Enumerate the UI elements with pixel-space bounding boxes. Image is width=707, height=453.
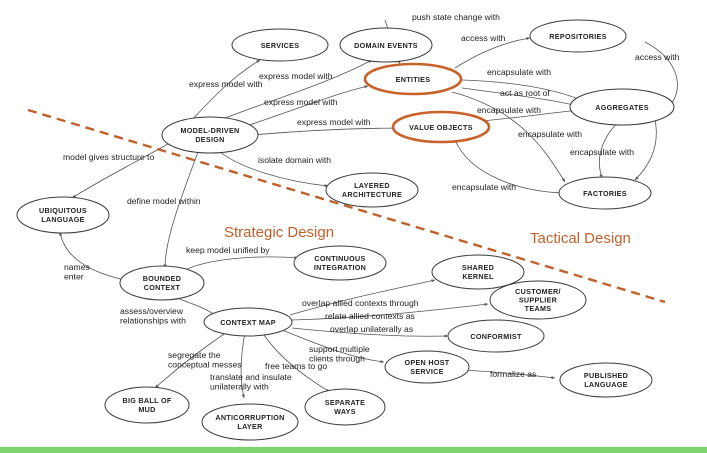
edge-aggregates-factories: [599, 119, 621, 179]
strategic-tactical-divider: [27, 108, 666, 304]
region-strategic-design: Strategic Design: [224, 224, 334, 241]
label-express-model-with-2: express model with: [259, 71, 333, 81]
node-repositories[interactable]: REPOSITORIES: [529, 19, 627, 53]
label-relate-allied: relate allied contexts as: [325, 311, 415, 321]
svg-text:REPOSITORIES: REPOSITORIES: [549, 32, 606, 41]
node-domain-events[interactable]: DOMAIN EVENTS: [339, 27, 433, 63]
edge-cm-conformist: [291, 327, 449, 338]
edge-entities-factories: [451, 91, 566, 183]
edge-mdd-bounded: [163, 151, 199, 269]
label-encapsulate-with-2: encapsulate with: [477, 105, 541, 115]
edge-mdd-value-objects: [251, 126, 409, 136]
region-tactical-design: Tactical Design: [530, 230, 631, 247]
label-define-model-within: define model within: [127, 196, 201, 206]
label-express-model-with-3: express model with: [264, 97, 338, 107]
label-push-state-change: push state change with: [412, 12, 500, 22]
edges: [59, 19, 678, 399]
edge-mdd-services: [189, 59, 261, 123]
svg-text:DOMAIN EVENTS: DOMAIN EVENTS: [354, 41, 418, 50]
edge-value-objects-factories: [454, 139, 566, 195]
edge-mdd-domain-events: [214, 59, 373, 123]
nodes: SERVICES DOMAIN EVENTS REPOSITORIES ENTI…: [16, 19, 675, 441]
svg-text:VALUE OBJECTS: VALUE OBJECTS: [409, 123, 473, 132]
label-model-gives-structure: model gives structure to: [63, 152, 154, 162]
label-encapsulate-with-4: encapsulate with: [570, 147, 634, 157]
edge-cm-ohs: [281, 329, 385, 364]
node-entities[interactable]: ENTITIES: [363, 62, 463, 96]
edge-bounded-ci: [184, 256, 299, 271]
edge-mdd-layered: [214, 147, 329, 188]
label-access-with-1: access with: [461, 33, 506, 43]
label-access-with-2: access with: [635, 52, 680, 62]
label-overlap-allied: overlap allied contexts through: [302, 298, 419, 308]
edge-aggregates-factories-2: [634, 119, 657, 181]
edge-cm-acl: [240, 331, 246, 399]
label-formalize-as: formalize as: [490, 369, 536, 379]
node-conformist[interactable]: CONFORMIST: [447, 319, 545, 353]
edge-cm-separate: [261, 331, 331, 393]
label-encapsulate-with-3: encapsulate with: [518, 129, 582, 139]
node-value-objects[interactable]: VALUE OBJECTS: [391, 110, 491, 144]
label-encapsulate-with-1: encapsulate with: [487, 67, 551, 77]
bottom-bar: [0, 447, 707, 453]
svg-text:FACTORIES: FACTORIES: [583, 189, 627, 198]
label-keep-model-unified: keep model unified by: [186, 245, 270, 255]
edge-entities-repositories: [454, 36, 531, 69]
edge-mdd-ubiquitous: [71, 139, 176, 199]
label-express-model-with-1: express model with: [189, 79, 263, 89]
svg-text:SERVICES: SERVICES: [261, 41, 300, 50]
edge-labels: push state change with access with acces…: [63, 12, 680, 392]
svg-text:CONTEXT MAP: CONTEXT MAP: [220, 318, 276, 327]
edge-cm-customer: [291, 302, 489, 321]
label-free-teams: free teams to go: [265, 361, 327, 371]
svg-text:ENTITIES: ENTITIES: [396, 75, 431, 84]
label-encapsulate-with-5: encapsulate with: [452, 182, 516, 192]
node-factories[interactable]: FACTORIES: [558, 176, 652, 210]
label-act-as-root-of: act as root of: [500, 88, 550, 98]
edge-cm-bbom: [154, 329, 231, 389]
svg-text:AGGREGATES: AGGREGATES: [595, 103, 649, 112]
svg-text:CONFORMIST: CONFORMIST: [470, 332, 522, 341]
label-isolate-domain: isolate domain with: [258, 155, 331, 165]
node-context-map[interactable]: CONTEXT MAP: [203, 307, 293, 337]
edge-mdd-entities: [239, 85, 369, 129]
edge-ohs-pl: [461, 369, 556, 380]
label-overlap-unilaterally: overlap unilaterally as: [330, 324, 413, 334]
label-express-model-with-4: express model with: [297, 117, 371, 127]
node-aggregates[interactable]: AGGREGATES: [569, 88, 675, 126]
node-services[interactable]: SERVICES: [231, 28, 329, 62]
edge-cm-shared: [289, 279, 436, 316]
